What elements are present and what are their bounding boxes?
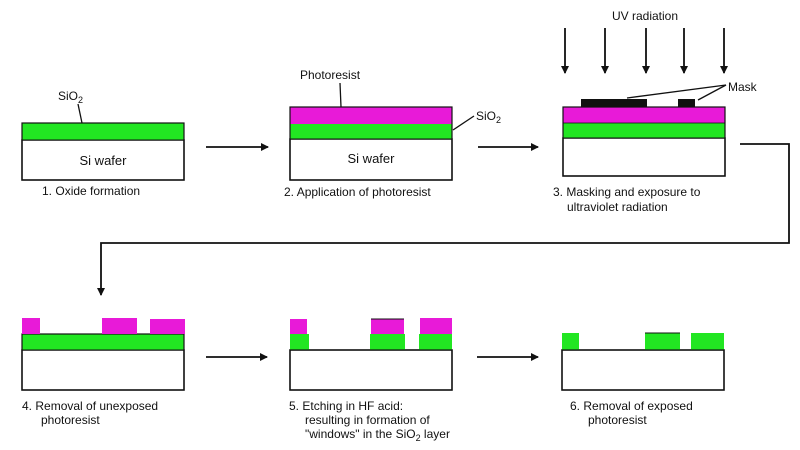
sio2-layer — [290, 124, 452, 139]
step-5-etching-in-hf-acid: 5. Etching in HF acid: resulting in form… — [289, 318, 453, 443]
step-3-caption-line-2: ultraviolet radiation — [567, 200, 668, 214]
si-wafer — [561, 349, 725, 391]
photoresist-block — [22, 318, 40, 334]
mask-segment — [678, 99, 695, 107]
photoresist-layer — [290, 107, 452, 124]
arrow-3-to-4 — [97, 143, 790, 296]
photoresist-block — [371, 319, 404, 334]
sio2-window-edge — [419, 334, 452, 350]
mask-segment — [581, 99, 647, 107]
sio2-window-edge — [691, 333, 724, 350]
si-wafer — [21, 349, 185, 391]
sio2-pointer — [77, 103, 83, 124]
step-4-caption-line-2: photoresist — [41, 413, 100, 427]
sio2-window-edge — [290, 334, 309, 350]
si-wafer-label: Si wafer — [80, 153, 128, 168]
step-2-caption: 2. Application of photoresist — [284, 185, 431, 199]
photoresist-layer — [563, 107, 725, 123]
sio2-layer — [563, 123, 725, 138]
mask-pointer — [626, 84, 727, 99]
si-wafer — [21, 139, 185, 181]
step-5-caption-line-2: resulting in formation of — [305, 413, 430, 427]
step-6-removal-of-exposed-photoresist: 6. Removal of exposed photoresist — [561, 332, 725, 427]
step-4-caption: 4. Removal of unexposed — [22, 399, 158, 413]
sio2-label: SiO2 — [58, 89, 83, 105]
si-wafer — [289, 349, 453, 391]
photoresist-block — [150, 319, 185, 334]
mask-pointer — [697, 84, 727, 101]
sio2-label: SiO2 — [476, 109, 501, 125]
sio2-window-edge — [645, 333, 680, 350]
si-wafer-label: Si wafer — [348, 151, 396, 166]
photoresist-block — [290, 319, 307, 334]
uv-radiation-label: UV radiation — [612, 9, 678, 23]
sio2-layer — [22, 123, 184, 140]
step-5-caption-line-3: "windows" in the SiO2 layer — [305, 427, 450, 443]
si-wafer — [562, 137, 726, 177]
step-5-caption: 5. Etching in HF acid: — [289, 399, 403, 413]
step-6-caption: 6. Removal of exposed — [570, 399, 693, 413]
step-3-masking-and-exposure: UV radiation Mask 3. Masking and exposur… — [553, 9, 758, 214]
photoresist-block — [102, 318, 137, 334]
photoresist-block — [420, 318, 452, 334]
photoresist-pointer — [339, 82, 342, 108]
photoresist-label: Photoresist — [300, 68, 361, 82]
mask-label: Mask — [728, 80, 758, 94]
step-2-application-of-photoresist: Si wafer Photoresist SiO2 2. Application… — [284, 68, 501, 199]
step-1-oxide-formation: Si wafer SiO2 1. Oxide formation — [21, 89, 185, 198]
step-6-caption-line-2: photoresist — [588, 413, 647, 427]
step-3-caption: 3. Masking and exposure to — [553, 185, 701, 199]
step-1-caption: 1. Oxide formation — [42, 184, 140, 198]
sio2-window-edge — [562, 333, 579, 350]
sio2-pointer — [452, 115, 475, 131]
sio2-window-edge — [370, 334, 405, 350]
sio2-layer — [22, 334, 184, 350]
step-4-removal-of-unexposed-photoresist: 4. Removal of unexposed photoresist — [21, 318, 185, 427]
